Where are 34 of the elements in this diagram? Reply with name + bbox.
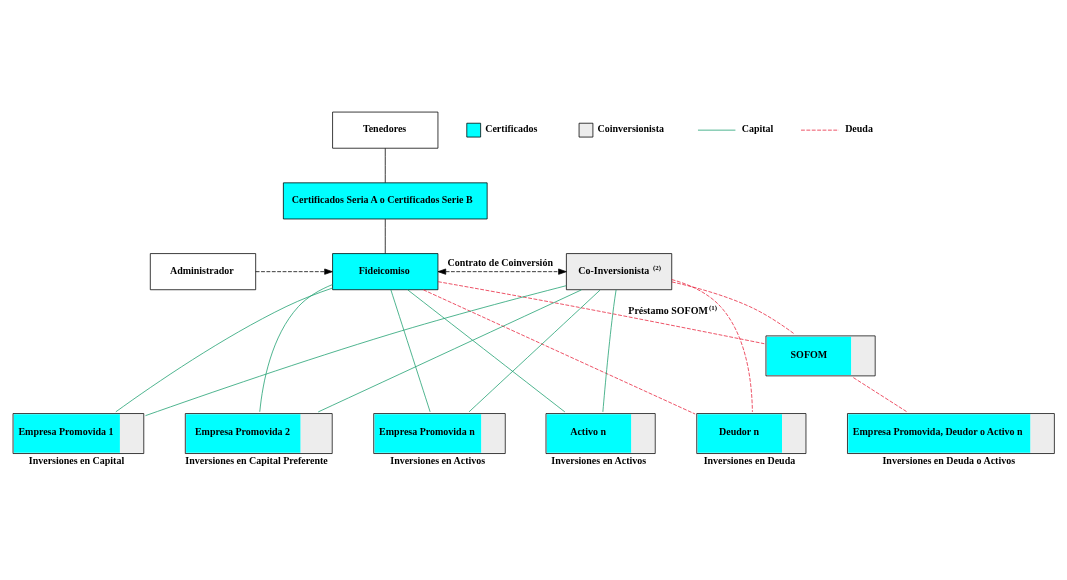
- connector: [852, 376, 908, 412]
- connector: [384, 147, 386, 183]
- node-label: Inversiones en Deuda o Activos: [882, 454, 1016, 466]
- connector: [407, 288, 566, 412]
- legend-label: Deuda: [845, 122, 873, 134]
- connector: [384, 218, 386, 254]
- legend-label: Certificados: [485, 122, 538, 134]
- connector: [390, 289, 431, 412]
- node-box: Tenedores: [332, 111, 439, 149]
- node-box: Co-Inversionista$^{(2)}$: [566, 252, 673, 290]
- legend-label: Coinversionista: [597, 122, 665, 134]
- node-box: Administrador: [149, 252, 257, 290]
- connector: [145, 284, 567, 416]
- arrow: [255, 268, 333, 275]
- arrow: [437, 268, 567, 275]
- node-label: Inversiones en Activos: [551, 454, 647, 466]
- connector: [468, 289, 601, 412]
- connector: [671, 278, 753, 412]
- node-label: Inversiones en Capital: [28, 454, 125, 466]
- node-label: Inversiones en Activos: [390, 454, 486, 466]
- connector: [423, 288, 696, 414]
- connector: [602, 288, 617, 412]
- connector: [259, 283, 333, 412]
- connector: [671, 281, 796, 335]
- edge-label: Préstamo SOFOM$^{(1)}$: [628, 303, 718, 316]
- node-box: Certificados Seria A o Certificados Serie B: [282, 181, 488, 219]
- node-label: Inversiones en Capital Preferente: [185, 454, 328, 466]
- connector: [115, 287, 333, 412]
- node-label: Inversiones en Deuda: [703, 454, 796, 466]
- connector: [317, 288, 582, 412]
- legend-label: Capital: [741, 122, 774, 134]
- node-box: Fideicomiso: [332, 252, 439, 290]
- connector: [437, 280, 765, 344]
- edge-label: Contrato de Coinversión: [447, 256, 553, 268]
